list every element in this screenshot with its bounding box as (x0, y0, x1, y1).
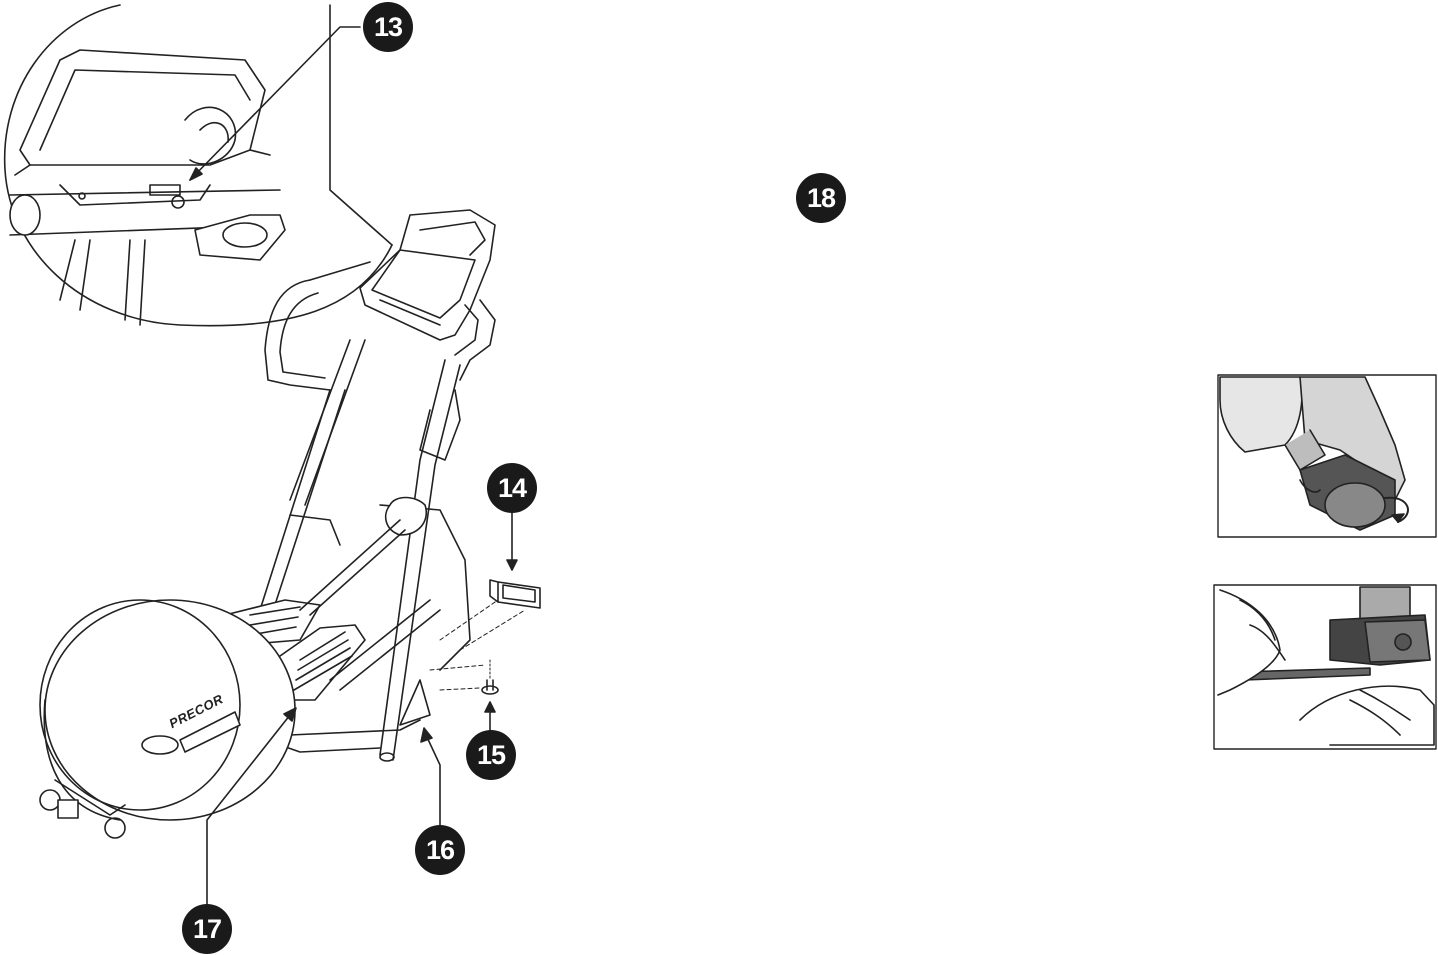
callout-15: 15 (466, 730, 516, 780)
leader-16 (426, 735, 440, 825)
callout-14: 14 (487, 463, 537, 513)
callout-18: 18 (796, 173, 846, 223)
callout-13: 13 (363, 2, 413, 52)
callout-16: 16 (415, 825, 465, 875)
end-cap-part (490, 580, 540, 608)
leveler-foot-part (430, 660, 498, 694)
callout-17: 17 (182, 904, 232, 954)
detail-magnifier-circle (5, 5, 392, 326)
inset-photo-screwdriver (1214, 585, 1436, 749)
inset-photo-cap-twist (1218, 375, 1436, 537)
